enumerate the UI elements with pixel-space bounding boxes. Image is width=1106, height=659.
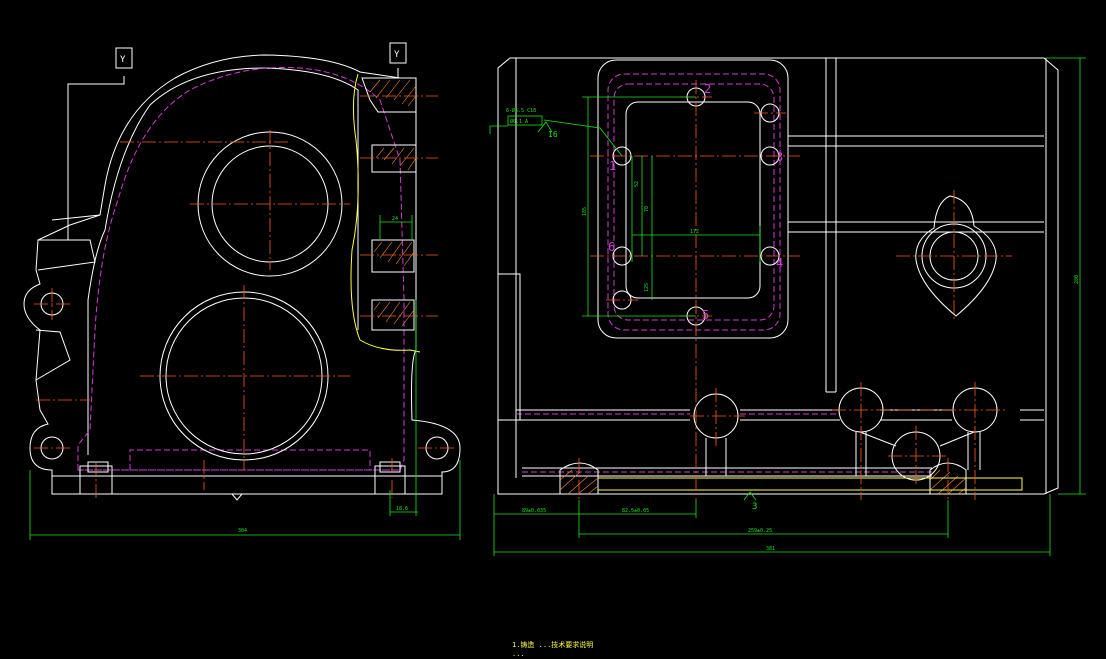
roughness-symbol-1	[537, 121, 553, 133]
hole-number-labels: 1 2 3 4 5 6	[608, 82, 783, 322]
note-line-1: 1.铸造 ...技术要求说明	[512, 641, 594, 649]
side-boss	[498, 273, 521, 421]
dim-frame-width: 172	[690, 229, 699, 235]
right-centerlines	[578, 80, 1012, 500]
dim-pitch-a: 70	[644, 206, 650, 212]
right-bearing-boss	[915, 195, 997, 317]
section-mark-y-right-label: Y	[394, 50, 400, 60]
hole-label-4: 4	[776, 256, 783, 270]
hole-label-5: 5	[702, 308, 709, 322]
dim-pitch-c: 125	[644, 283, 650, 292]
dim-right-overall-height: 280	[1074, 275, 1080, 284]
roughness-value-1: 16	[548, 130, 558, 139]
tolerance-frame-box	[507, 115, 543, 126]
dim-bore-spacing-total: 259±0.25	[748, 528, 772, 534]
rib-hidden	[516, 413, 932, 473]
dim-frame-height: 185	[582, 207, 588, 216]
right-housing-outline	[497, 57, 1059, 495]
hole-label-1: 1	[609, 159, 616, 173]
internal-ribs	[516, 58, 1044, 477]
left-ribs	[35, 214, 101, 381]
note-line-2: ...	[512, 650, 525, 658]
tolerance-callout: 6-Ø6.5 C18 Ø0.1 A 16 3	[489, 107, 757, 512]
section-mark-y-left-label: Y	[120, 55, 126, 65]
left-hidden-base	[78, 449, 400, 471]
section-mark-y-left	[115, 47, 133, 69]
inspection-window-outer	[597, 59, 789, 339]
dim-wall-thickness: 18.6	[396, 506, 408, 512]
bolt-boss-left	[87, 461, 109, 473]
roughness-value-2: 3	[752, 502, 757, 512]
bottom-bolt-sections	[559, 462, 1023, 495]
left-centerlines	[34, 95, 456, 498]
inspection-window-hidden	[613, 83, 775, 321]
dim-bore-spacing: 82.5±0.05	[622, 508, 649, 514]
tolerance-line-1: 6-Ø6.5 C18	[506, 107, 536, 114]
left-dimensions: 304 24 18.6	[29, 215, 461, 540]
bolt-boss-right	[379, 461, 401, 473]
hole-label-3: 3	[776, 150, 783, 164]
gasket-line	[598, 477, 1023, 491]
section-mark-group: Y Y	[67, 42, 407, 240]
inspection-window-hidden-2	[607, 73, 781, 331]
left-housing-outline	[23, 54, 461, 495]
hatched-bosses	[361, 77, 417, 331]
dim-boss-width: 24	[392, 216, 398, 222]
window-dimensions: 185 172 70 52 125	[582, 96, 761, 317]
left-housing-inner	[87, 67, 359, 455]
technical-notes: 1.铸造 ...技术要求说明 ...	[512, 641, 593, 659]
hole-label-2: 2	[704, 82, 711, 96]
hole-label-6: 6	[608, 240, 615, 254]
tolerance-line-2: Ø0.1 A	[510, 118, 528, 125]
section-mark-y-right	[389, 42, 407, 64]
right-dimensions: 381 280 89±0.035 82.5±0.05 259±0.25	[493, 57, 1086, 556]
roughness-symbol-2	[743, 491, 757, 501]
right-view: 1 2 3 4 5 6	[489, 57, 1086, 556]
dim-left-offset: 89±0.035	[522, 508, 546, 514]
left-hidden-contour	[77, 67, 405, 471]
section-boundary	[350, 73, 421, 353]
left-view: Y Y 304 24 18.6	[23, 42, 461, 540]
left-bottom-feet	[79, 465, 406, 501]
dim-pitch-b: 52	[634, 181, 640, 187]
dim-right-overall-width: 381	[766, 546, 775, 552]
inspection-window-inner	[625, 101, 761, 299]
dim-left-overall-width: 304	[238, 528, 247, 534]
